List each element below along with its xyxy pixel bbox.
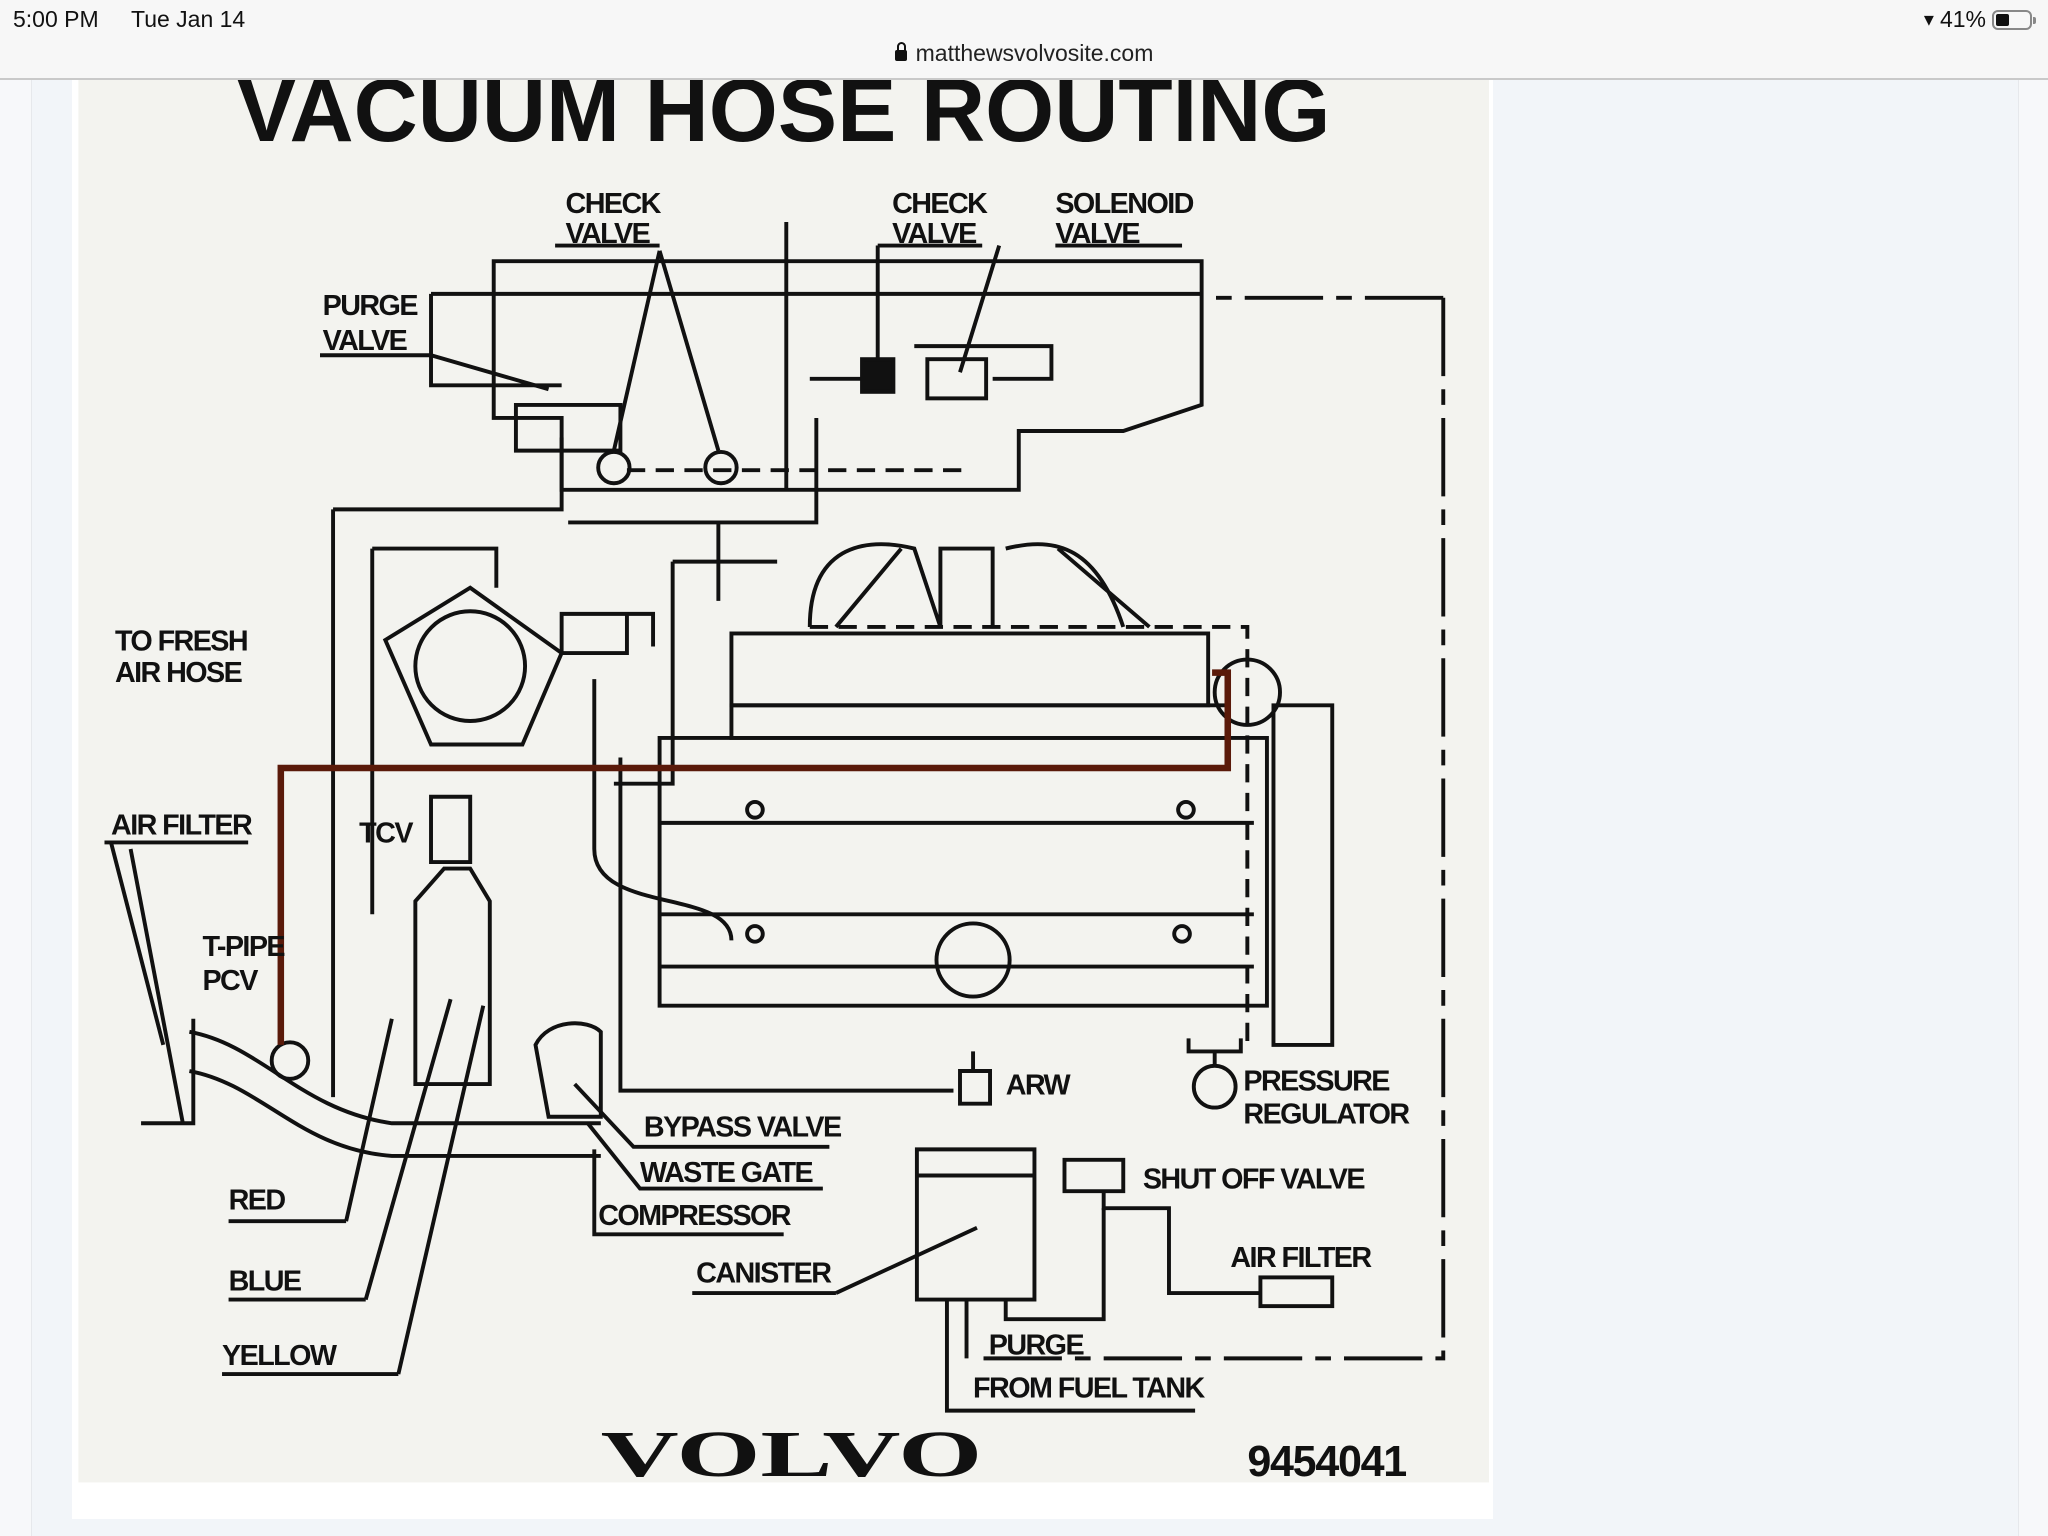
label-check-valve-left-1: CHECK xyxy=(566,188,662,220)
diagram-labels: CHECK VALVE CHECK VALVE SOLENOID VALVE P… xyxy=(111,188,1412,1491)
label-air-filter-left: AIR FILTER xyxy=(111,810,253,842)
label-check-valve-right-2: VALVE xyxy=(892,218,977,250)
label-waste-gate: WASTE GATE xyxy=(640,1157,813,1189)
label-blue: BLUE xyxy=(229,1265,302,1297)
address-bar[interactable]: matthewsvolvosite.com xyxy=(0,40,2048,67)
lock-icon xyxy=(894,42,907,61)
label-pressure-regulator-1: PRESSURE xyxy=(1243,1066,1390,1098)
label-check-valve-left-2: VALVE xyxy=(566,218,651,250)
status-time: 5:00 PM xyxy=(13,6,99,32)
label-solenoid-valve-2: VALVE xyxy=(1055,218,1140,250)
battery-percent: 41% xyxy=(1939,6,1986,32)
status-indicators: ▾ 41% xyxy=(1923,6,2036,33)
page-margin-right xyxy=(2018,78,2048,1536)
label-compressor: COMPRESSOR xyxy=(598,1200,792,1232)
battery-icon xyxy=(1992,9,2036,30)
label-air-filter-right: AIR FILTER xyxy=(1230,1242,1372,1274)
label-t-pipe: T-PIPE xyxy=(202,931,285,963)
label-solenoid-valve-1: SOLENOID xyxy=(1055,188,1193,220)
label-arw: ARW xyxy=(1006,1070,1072,1102)
label-pressure-regulator-2: REGULATOR xyxy=(1243,1098,1410,1130)
wifi-icon: ▾ xyxy=(1923,9,1934,31)
status-bar: 5:00 PM Tue Jan 14 matthewsvolvosite.com… xyxy=(0,0,2048,80)
part-number: 9454041 xyxy=(1247,1438,1406,1486)
label-purge: PURGE xyxy=(989,1329,1085,1361)
label-yellow: YELLOW xyxy=(222,1340,338,1372)
url-text: matthewsvolvosite.com xyxy=(915,40,1154,66)
label-check-valve-right-1: CHECK xyxy=(892,188,988,220)
label-red: RED xyxy=(229,1184,286,1216)
page-margin-left xyxy=(0,78,32,1536)
label-purge-valve-1: PURGE xyxy=(323,290,419,322)
battery-fill xyxy=(1996,13,2010,26)
label-pcv: PCV xyxy=(202,965,258,997)
label-tcv: TCV xyxy=(359,817,413,849)
label-to-fresh-air-hose-2: AIR HOSE xyxy=(115,657,243,689)
status-date: Tue Jan 14 xyxy=(131,6,246,32)
highlighted-hose xyxy=(277,669,1232,1045)
label-shut-off-valve: SHUT OFF VALVE xyxy=(1143,1164,1366,1196)
diagram-background xyxy=(78,78,1489,1483)
label-to-fresh-air-hose-1: TO FRESH xyxy=(115,625,247,657)
engine-drawing xyxy=(104,222,1446,1413)
label-canister: CANISTER xyxy=(696,1258,832,1290)
label-from-fuel-tank: FROM FUEL TANK xyxy=(973,1373,1205,1405)
label-purge-valve-2: VALVE xyxy=(323,325,408,357)
label-bypass-valve: BYPASS VALVE xyxy=(644,1111,842,1143)
volvo-logo: VOLVO xyxy=(601,1419,982,1491)
